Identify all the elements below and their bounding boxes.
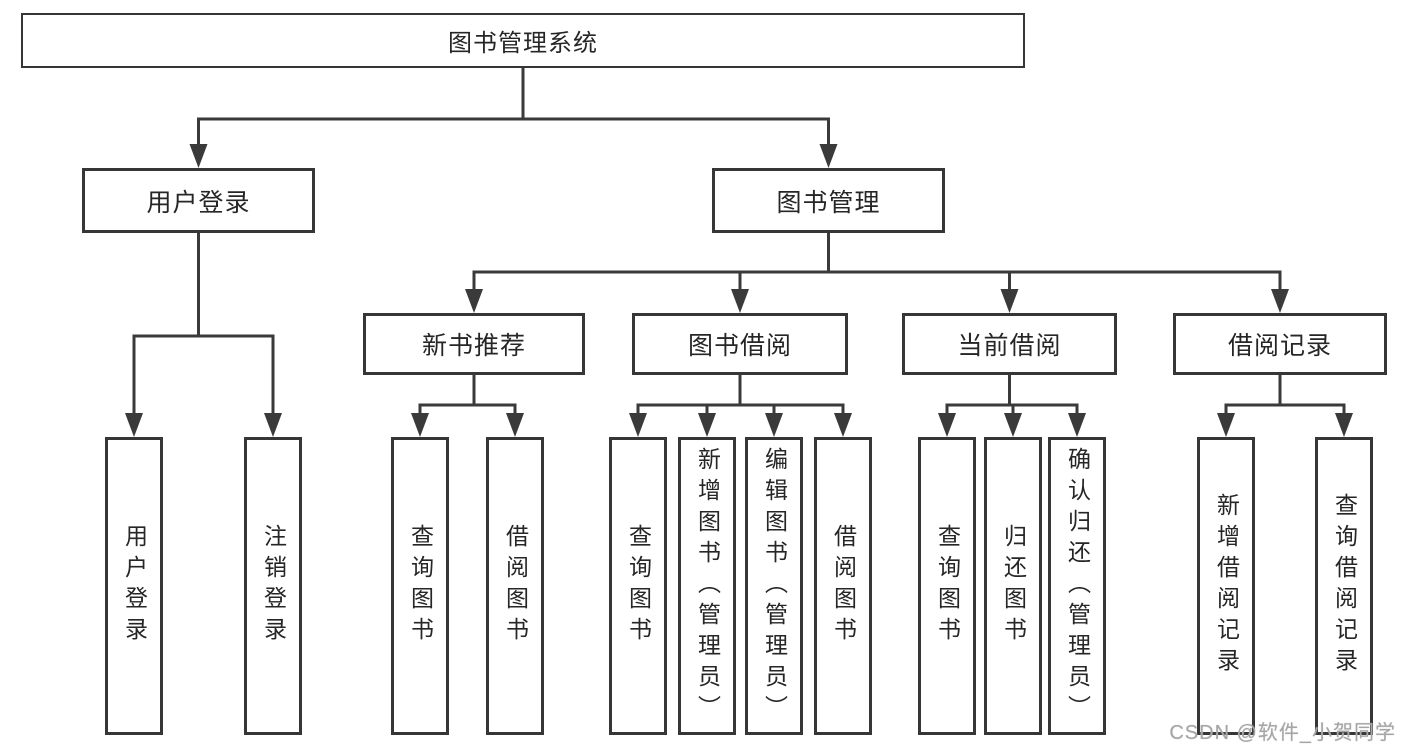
node-library-system: 图书管理系统	[21, 13, 1025, 68]
node-label: 图书管理	[776, 188, 881, 217]
leaf-query-books-current: 查询图书	[918, 437, 976, 735]
node-borrow-records: 借阅记录	[1173, 313, 1387, 375]
node-label: 确认归还（管理员）	[1064, 446, 1091, 726]
leaf-user-login: 用户登录	[105, 437, 163, 735]
leaf-edit-book-admin: 编辑图书（管理员）	[745, 437, 803, 735]
node-label: 归还图书	[1000, 524, 1027, 648]
leaf-query-books-borrow: 查询图书	[609, 437, 667, 735]
csdn-watermark: CSDN @软件_小贺同学	[1169, 722, 1396, 744]
node-book-management: 图书管理	[712, 168, 945, 233]
leaf-confirm-return-admin: 确认归还（管理员）	[1048, 437, 1106, 735]
node-label: 借阅记录	[1227, 332, 1332, 360]
leaf-borrow-books-recommend: 借阅图书	[486, 437, 544, 735]
leaf-return-book: 归还图书	[984, 437, 1042, 735]
node-label: 编辑图书（管理员）	[761, 446, 788, 726]
node-label: 图书借阅	[687, 332, 792, 360]
leaf-query-borrow-record: 查询借阅记录	[1315, 437, 1373, 735]
node-label: 用户登录	[146, 188, 251, 217]
node-user-login: 用户登录	[82, 168, 315, 233]
node-label: 借阅图书	[502, 524, 529, 648]
node-new-book-recommend: 新书推荐	[363, 313, 585, 375]
node-label: 用户登录	[121, 524, 148, 648]
node-label: 借阅图书	[830, 524, 857, 648]
node-label: 当前借阅	[957, 332, 1062, 360]
leaf-logout: 注销登录	[244, 437, 302, 735]
leaf-query-books-recommend: 查询图书	[391, 437, 449, 735]
node-label: 新书推荐	[421, 332, 526, 360]
leaf-add-borrow-record: 新增借阅记录	[1197, 437, 1255, 735]
node-label: 新增图书（管理员）	[694, 446, 721, 726]
node-book-borrow: 图书借阅	[632, 313, 848, 375]
node-current-borrow: 当前借阅	[902, 313, 1117, 375]
node-label: 注销登录	[260, 524, 287, 648]
node-label: 图书管理系统	[448, 30, 598, 57]
leaf-borrow-books: 借阅图书	[814, 437, 872, 735]
node-label: 查询借阅记录	[1331, 493, 1358, 679]
arrowheads	[125, 144, 1353, 437]
node-label: 查询图书	[934, 524, 961, 648]
node-label: 查询图书	[625, 524, 652, 648]
node-label: 新增借阅记录	[1213, 493, 1240, 679]
node-label: 查询图书	[407, 524, 434, 648]
leaf-add-book-admin: 新增图书（管理员）	[678, 437, 736, 735]
